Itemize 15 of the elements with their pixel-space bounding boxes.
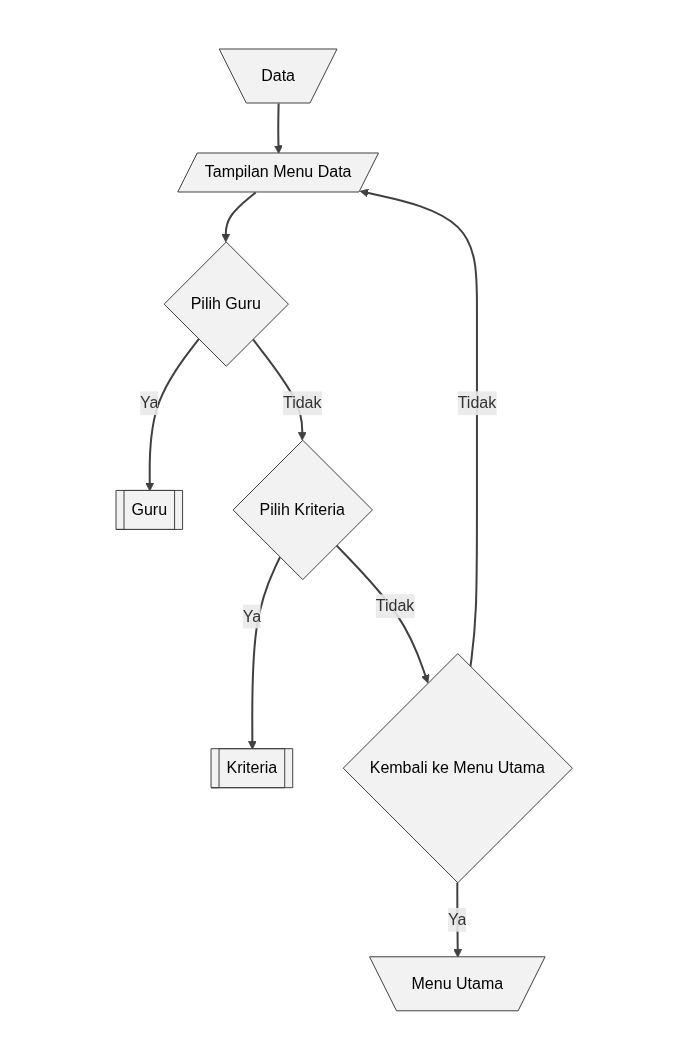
edge-label: Tidak (457, 393, 497, 411)
arrow (274, 102, 284, 154)
edge-label: Tidak (376, 596, 415, 614)
arrow (453, 881, 463, 958)
edge-label: Tidak (283, 393, 322, 411)
arrow (248, 555, 282, 750)
edge-label: Ya (242, 607, 262, 625)
arrow (221, 191, 257, 242)
node-diamond: Pilih Kriteria (232, 439, 374, 580)
node-diamond: Pilih Guru (163, 241, 290, 367)
arrow (145, 337, 200, 491)
node-diamond: Kembali ke Menu Utama (343, 652, 574, 883)
edge-label: Ya (448, 910, 467, 928)
arrow (335, 544, 430, 683)
edge-label: Ya (140, 393, 159, 411)
